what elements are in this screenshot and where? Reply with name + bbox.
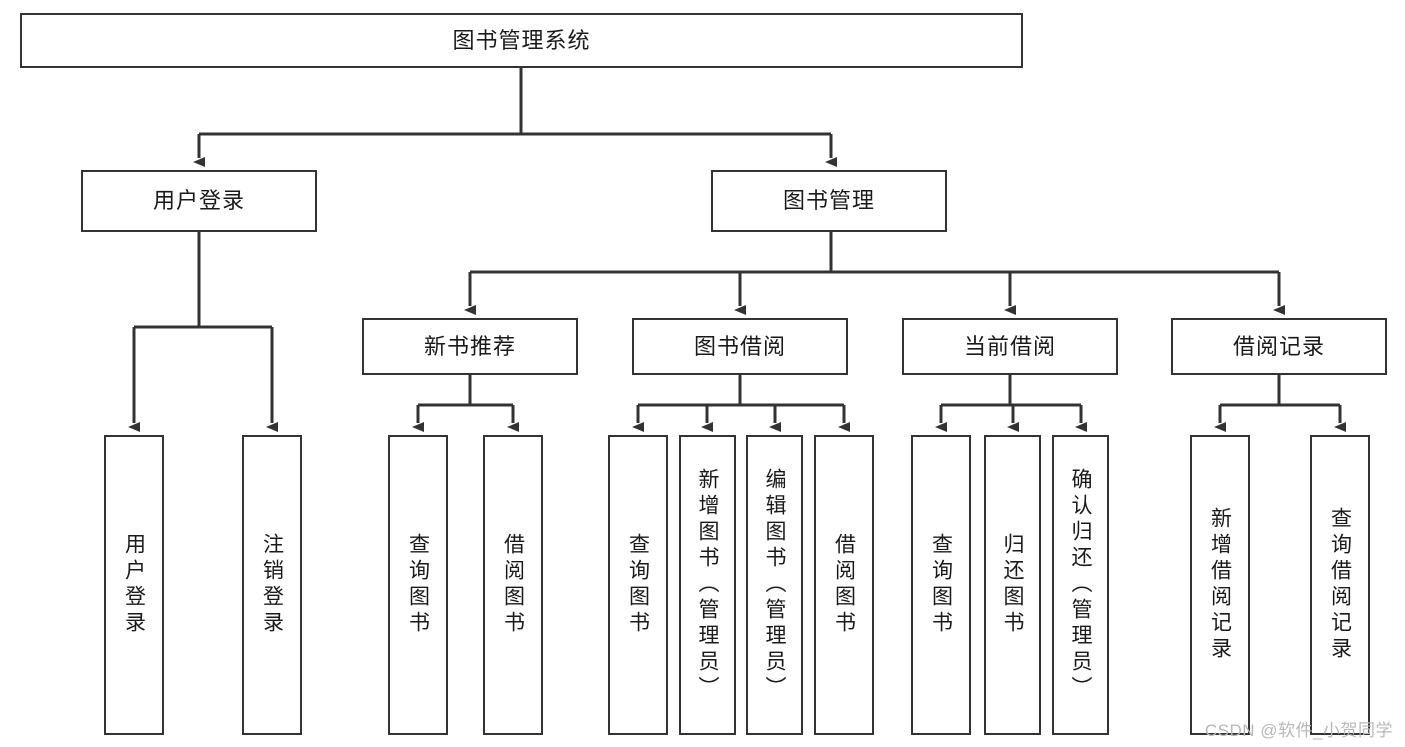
node-book-management[interactable]: 图书管理 xyxy=(711,170,947,232)
node-borrow-record[interactable]: 借阅记录 xyxy=(1171,318,1387,375)
node-leaf-label: 查询图书 xyxy=(626,533,650,637)
node-leaf-label: 借阅图书 xyxy=(832,533,856,637)
node-leaf-borrow-book[interactable]: 借阅图书 xyxy=(814,435,874,735)
node-leaf-logout[interactable]: 注销登录 xyxy=(242,435,302,735)
node-book-borrow[interactable]: 图书借阅 xyxy=(632,318,848,375)
node-leaf-add-book-admin[interactable]: 新增图书（管理员） xyxy=(679,435,736,735)
node-new-book-recommend[interactable]: 新书推荐 xyxy=(362,318,578,375)
node-leaf-label: 用户登录 xyxy=(122,533,146,637)
connector-root-to-level2 xyxy=(193,68,837,167)
node-leaf-label: 新增借阅记录 xyxy=(1208,507,1232,663)
node-user-login[interactable]: 用户登录 xyxy=(81,170,317,232)
node-leaf-borrow-book-new[interactable]: 借阅图书 xyxy=(483,435,543,735)
node-leaf-label: 注销登录 xyxy=(260,533,284,637)
node-leaf-label: 编辑图书（管理员） xyxy=(763,468,786,702)
node-current-borrow[interactable]: 当前借阅 xyxy=(902,318,1118,375)
connector-newbook-to-leaves xyxy=(412,375,519,432)
connector-bookmgmt-to-level3 xyxy=(464,232,1285,315)
connector-current-to-leaves xyxy=(935,375,1087,432)
node-leaf-label: 查询图书 xyxy=(929,533,953,637)
node-leaf-return-book[interactable]: 归还图书 xyxy=(984,435,1041,735)
node-leaf-label: 借阅图书 xyxy=(501,533,525,637)
node-leaf-query-book-new[interactable]: 查询图书 xyxy=(388,435,448,735)
node-leaf-label: 新增图书（管理员） xyxy=(696,468,719,702)
node-leaf-user-login[interactable]: 用户登录 xyxy=(104,435,164,735)
watermark-text: CSDN @软件_小贺同学 xyxy=(1204,721,1393,740)
node-leaf-label: 查询借阅记录 xyxy=(1328,507,1352,663)
node-current-borrow-label: 当前借阅 xyxy=(963,333,1056,359)
connector-record-to-leaves xyxy=(1214,375,1346,432)
node-leaf-label: 确认归还（管理员） xyxy=(1069,468,1092,702)
node-leaf-query-book-borrow[interactable]: 查询图书 xyxy=(608,435,668,735)
node-leaf-query-book-current[interactable]: 查询图书 xyxy=(911,435,971,735)
node-root-label: 图书管理系统 xyxy=(452,27,591,53)
connector-userlogin-to-leaves xyxy=(128,232,278,432)
node-leaf-label: 归还图书 xyxy=(1001,533,1024,637)
node-leaf-edit-book-admin[interactable]: 编辑图书（管理员） xyxy=(746,435,803,735)
node-borrow-record-label: 借阅记录 xyxy=(1232,333,1325,359)
node-book-borrow-label: 图书借阅 xyxy=(693,333,786,359)
node-root-system[interactable]: 图书管理系统 xyxy=(20,13,1023,68)
connector-borrow-to-leaves xyxy=(632,375,850,432)
node-user-login-label: 用户登录 xyxy=(152,188,245,213)
node-leaf-label: 查询图书 xyxy=(406,533,430,637)
node-leaf-query-borrow-record[interactable]: 查询借阅记录 xyxy=(1310,435,1370,735)
node-leaf-confirm-return-admin[interactable]: 确认归还（管理员） xyxy=(1052,435,1109,735)
node-leaf-add-borrow-record[interactable]: 新增借阅记录 xyxy=(1190,435,1250,735)
node-new-book-recommend-label: 新书推荐 xyxy=(423,333,516,359)
node-book-management-label: 图书管理 xyxy=(782,188,875,213)
